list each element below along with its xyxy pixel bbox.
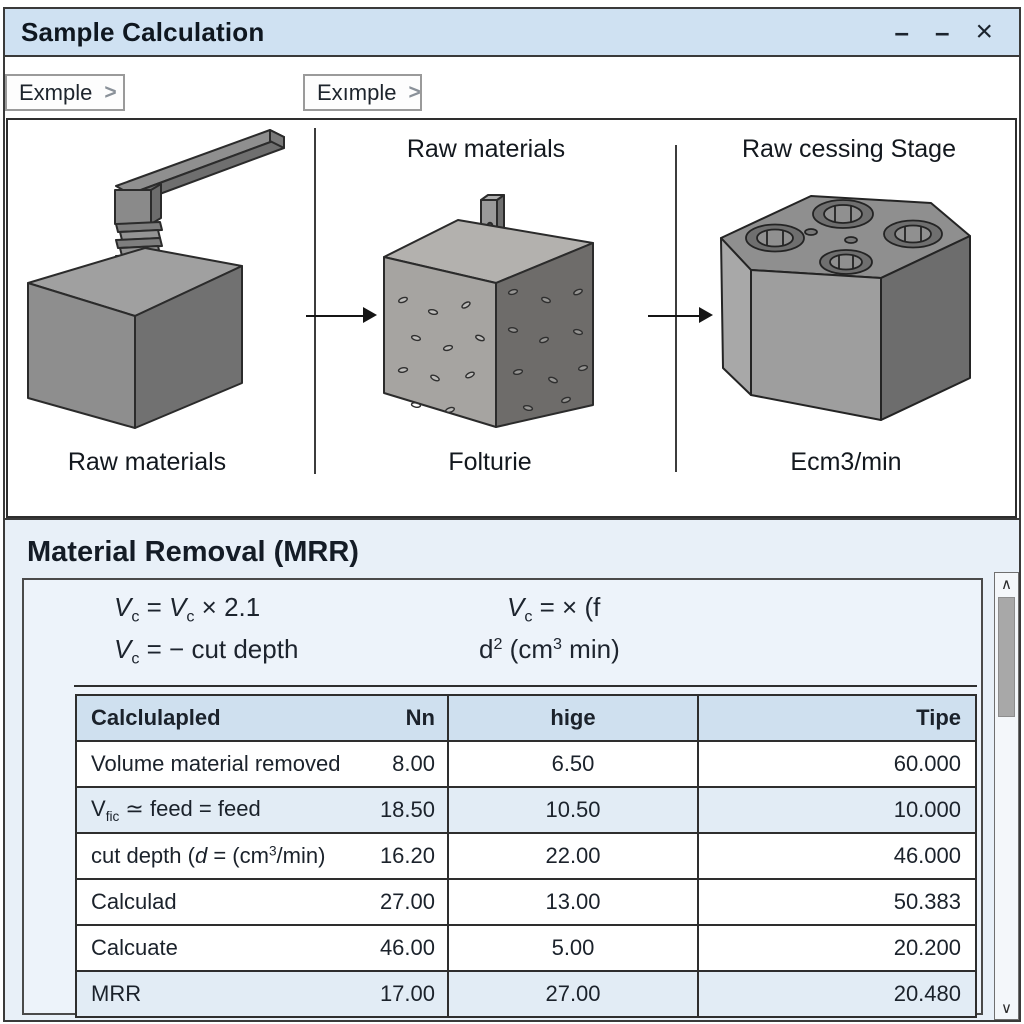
row-label: Calcuate xyxy=(91,935,178,960)
row-value-tipe: 20.480 xyxy=(893,981,961,1006)
table-row: Volume material removed 8.00 6.50 60.000 xyxy=(77,740,975,786)
row-label: Calculad xyxy=(91,889,177,914)
table-row: Vfic ≃ feed = feed 18.50 10.50 10.000 xyxy=(77,786,975,832)
stage1-caption: Raw materials xyxy=(67,448,227,476)
vertical-scrollbar[interactable]: ∧ ∨ xyxy=(994,572,1019,1020)
row-value-n: 8.00 xyxy=(392,751,435,776)
row-value-tipe: 10.000 xyxy=(893,797,961,822)
mrr-table: Calclulapled Nn hige Tipe Volume materia… xyxy=(75,694,977,1018)
stage3-title: Raw cessing Stage xyxy=(741,135,957,163)
row-value-n: 16.20 xyxy=(379,843,435,868)
row-label-cell: Vfic ≃ feed = feed 18.50 xyxy=(77,788,449,832)
arrow-right-icon xyxy=(306,307,377,323)
window-title: Sample Calculation xyxy=(21,16,265,47)
table-row: MRR 17.00 27.00 20.480 xyxy=(77,970,975,1016)
row-value-hige: 6.50 xyxy=(449,742,699,786)
row-value-tipe: 60.000 xyxy=(893,751,961,776)
table-header-row: Calclulapled Nn hige Tipe xyxy=(77,696,975,740)
formula-divider xyxy=(74,685,977,687)
table-row: cut depth (d = (cm3/min) 16.20 22.00 46.000 xyxy=(77,832,975,878)
row-label-cell: cut depth (d = (cm3/min) 16.20 xyxy=(77,834,449,878)
stage-divider-2 xyxy=(675,145,677,472)
row-label: Vfic ≃ feed = feed xyxy=(91,796,261,824)
row-label: cut depth (d = (cm3/min) xyxy=(91,843,326,868)
row-label: Volume material removed xyxy=(91,751,341,776)
stage2-caption: Folturie xyxy=(448,448,532,476)
process-diagram-panel: Raw materials Raw cessing Stage xyxy=(6,118,1017,518)
row-label-cell: Calculad 27.00 xyxy=(77,880,449,924)
formula-vc-1: Vc = Vc × 2.1 xyxy=(114,592,261,626)
row-label-cell: MRR 17.00 xyxy=(77,972,449,1016)
close-icon[interactable]: × xyxy=(975,15,993,48)
example-button-1-label: Exmple xyxy=(19,79,93,105)
scroll-down-icon[interactable]: ∨ xyxy=(1001,1000,1012,1017)
chevron-right-icon: > xyxy=(104,80,117,104)
row-value-hige: 13.00 xyxy=(449,880,699,924)
header-cell-hige: hige xyxy=(449,696,699,740)
app-window: Sample Calculation – – × Exmple > Exımpl… xyxy=(3,7,1021,1022)
row-value-tipe: 50.383 xyxy=(893,889,961,914)
row-label-cell: Volume material removed 8.00 xyxy=(77,742,449,786)
machined-block-illustration xyxy=(720,195,971,421)
window-controls: – – × xyxy=(895,17,1019,47)
example-button-1[interactable]: Exmple > xyxy=(5,74,125,111)
row-value-n: 18.50 xyxy=(379,797,435,822)
titlebar: Sample Calculation – – × xyxy=(5,9,1019,57)
row-value-hige: 10.50 xyxy=(449,788,699,832)
row-value-n: 17.00 xyxy=(379,981,435,1006)
row-value-hige: 5.00 xyxy=(449,926,699,970)
scroll-up-icon[interactable]: ∧ xyxy=(1001,576,1012,593)
table-row: Calcuate 46.00 5.00 20.200 xyxy=(77,924,975,970)
raw-material-cube-illustration xyxy=(383,194,594,428)
stage3-caption: Ecm3/min xyxy=(790,448,902,476)
header-cell-calculated: Calclulapled Nn xyxy=(77,696,449,740)
stage-divider-1 xyxy=(314,128,316,474)
row-value-hige: 27.00 xyxy=(449,972,699,1016)
row-label-cell: Calcuate 46.00 xyxy=(77,926,449,970)
example-button-2[interactable]: Exımple > xyxy=(303,74,422,111)
minimize-icon[interactable]: – xyxy=(894,17,909,47)
mrr-content-box: Vc = Vc × 2.1 Vc = − cut depth Vc = × (f… xyxy=(22,578,983,1018)
table-row: Calculad 27.00 13.00 50.383 xyxy=(77,878,975,924)
tap-tool-block-illustration xyxy=(27,129,285,429)
arrow-right-icon xyxy=(648,307,713,323)
formula-vc-3: Vc = × (f xyxy=(507,592,601,626)
maximize-icon[interactable]: – xyxy=(935,17,950,47)
header-cell-tipe: Tipe xyxy=(699,696,975,740)
header-label-nn: Nn xyxy=(405,705,435,730)
row-value-tipe: 46.000 xyxy=(893,843,961,868)
row-value-tipe: 20.200 xyxy=(893,935,961,960)
header-label: Calclulapled xyxy=(91,705,221,730)
section-heading: Material Removal (MRR) xyxy=(27,536,359,568)
row-label: MRR xyxy=(91,981,142,1006)
formula-vc-2: Vc = − cut depth xyxy=(114,634,299,668)
mrr-section: Material Removal (MRR) Vc = Vc × 2.1 Vc … xyxy=(5,518,1019,1020)
header-label: Tipe xyxy=(916,705,961,730)
row-value-n: 46.00 xyxy=(379,935,435,960)
header-label: hige xyxy=(550,705,596,730)
formula-d2: d2 (cm3 min) xyxy=(479,634,620,664)
scroll-thumb[interactable] xyxy=(998,597,1015,717)
chevron-right-icon: > xyxy=(408,80,421,104)
row-value-hige: 22.00 xyxy=(449,834,699,878)
row-value-n: 27.00 xyxy=(379,889,435,914)
example-button-2-label: Exımple xyxy=(317,79,397,105)
stage2-title: Raw materials xyxy=(406,135,566,163)
